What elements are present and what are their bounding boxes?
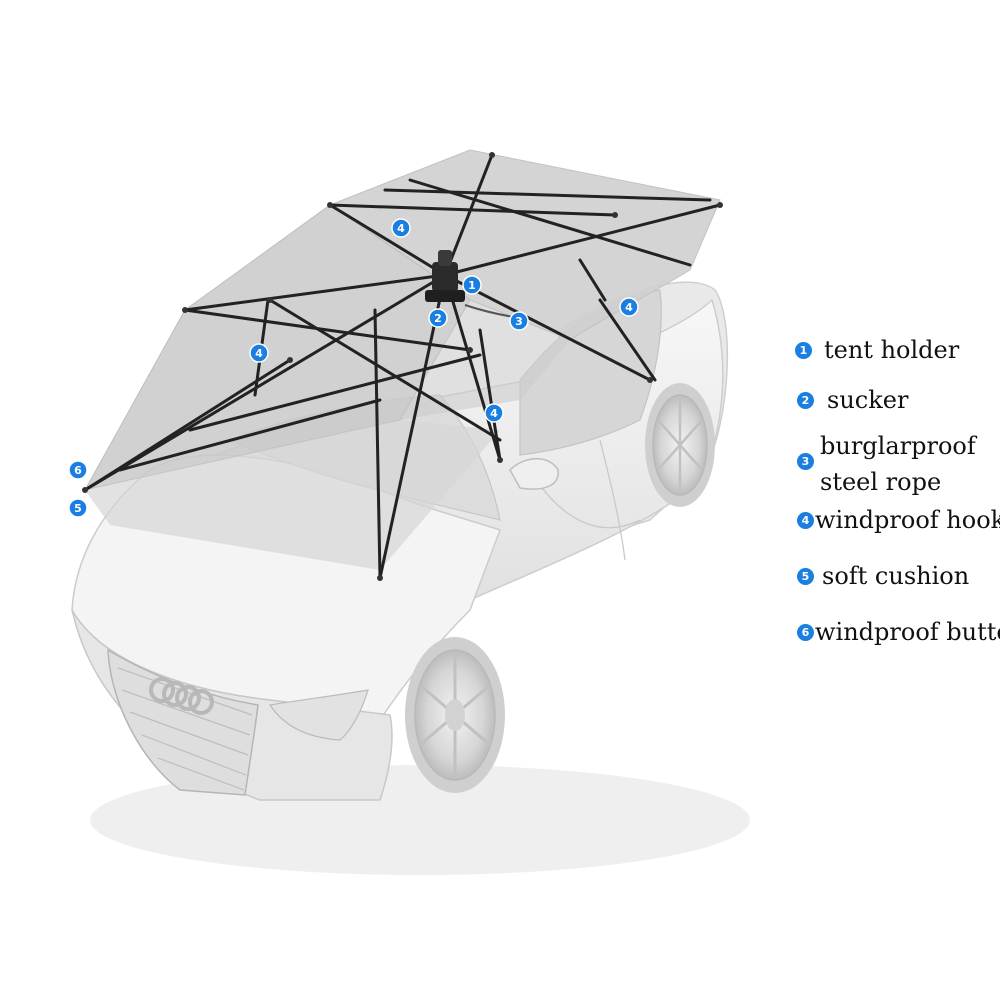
- callout-badge-4: 4: [391, 218, 411, 238]
- callout-badge-2: 2: [428, 308, 448, 328]
- callout-number: 6: [74, 464, 82, 477]
- callout-badge-4: 4: [249, 343, 269, 363]
- callout-number: 3: [515, 315, 523, 328]
- callout-badge-1: 1: [462, 275, 482, 295]
- callout-number: 5: [74, 502, 82, 515]
- callout-number: 2: [434, 312, 442, 325]
- callout-badge-4: 4: [484, 403, 504, 423]
- callout-number: 4: [255, 347, 263, 360]
- rear-wheel: [645, 383, 715, 507]
- callout-number: 4: [625, 301, 633, 314]
- car-logo: [149, 677, 214, 715]
- frame-joints: [82, 152, 723, 581]
- callout-badge-3: 3: [509, 311, 529, 331]
- callout-badge-4: 4: [619, 297, 639, 317]
- tent-holder: [425, 250, 465, 302]
- callout-number: 4: [397, 222, 405, 235]
- callout-number: 1: [468, 279, 476, 292]
- callout-badge-5: 5: [68, 498, 88, 518]
- callout-badge-6: 6: [68, 460, 88, 480]
- front-wheel: [405, 637, 505, 793]
- callout-number: 4: [490, 407, 498, 420]
